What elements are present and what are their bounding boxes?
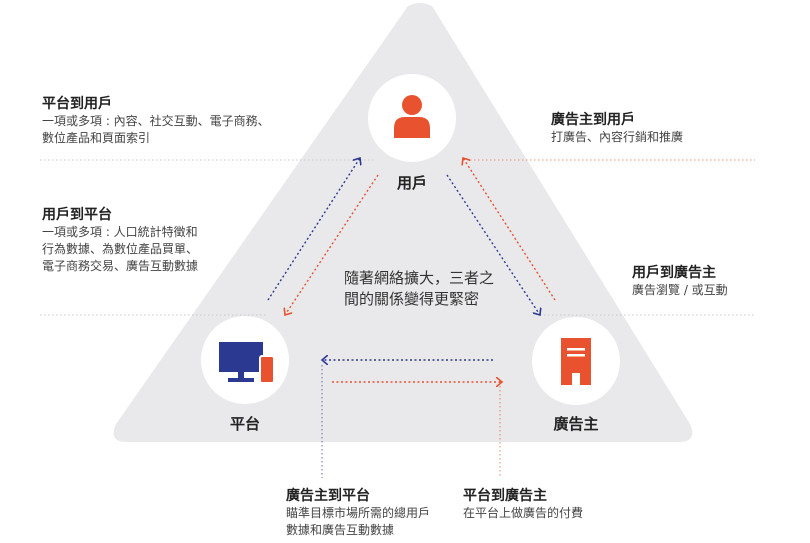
relation-title: 廣告主到平台 — [286, 488, 370, 504]
center-text: 隨著網絡擴大，三者之間的關係變得更緊密 — [344, 269, 495, 308]
arrow-user-to-advertiser — [446, 174, 540, 315]
user-icon — [394, 95, 430, 138]
relation-advertiser-to-platform: 廣告主到平台 瞄準目標市場所需的總用戶數據和廣告互動數據 — [286, 487, 436, 539]
relation-title: 用戶到廣告主 — [632, 265, 716, 281]
arrow-platform-to-user — [267, 158, 360, 301]
relation-user-to-platform: 用戶到平台 一項或多項 : 人口統計特徵和行為數據、為數位產品買單、電子商務交易… — [42, 206, 207, 275]
storefront-icon — [561, 338, 591, 385]
relation-desc: 廣告瀏覽 / 或互動 — [632, 283, 728, 297]
relation-desc: 打廣告、內容行銷和推廣 — [551, 130, 684, 144]
relation-desc: 一項或多項 : 內容、社交互動、電子商務、數位產品和頁面索引 — [42, 114, 270, 145]
arrow-user-to-platform — [285, 174, 379, 315]
arrow-advertiser-to-user — [463, 158, 556, 301]
relation-platform-to-user: 平台到用戶 一項或多項 : 內容、社交互動、電子商務、數位產品和頁面索引 — [42, 95, 277, 147]
relation-desc: 一項或多項 : 人口統計特徵和行為數據、為數位產品買單、電子商務交易、廣告互動數… — [42, 225, 199, 273]
relation-title: 平台到廣告主 — [463, 488, 547, 504]
relation-user-to-advertiser: 用戶到廣告主 廣告瀏覽 / 或互動 — [632, 264, 792, 299]
monitor-phone-icon — [219, 342, 275, 384]
relation-title: 平台到用戶 — [42, 96, 112, 112]
user-label: 用戶 — [396, 174, 427, 192]
advertiser-label: 廣告主 — [553, 415, 599, 433]
relation-desc: 瞄準目標市場所需的總用戶數據和廣告互動數據 — [286, 506, 431, 537]
relation-title: 廣告主到用戶 — [551, 112, 635, 128]
platform-label: 平台 — [229, 415, 260, 433]
relation-advertiser-to-user: 廣告主到用戶 打廣告、內容行銷和推廣 — [551, 111, 771, 146]
relation-desc: 在平台上做廣告的付費 — [463, 506, 584, 520]
relation-title: 用戶到平台 — [42, 207, 112, 223]
relation-platform-to-advertiser: 平台到廣告主 在平台上做廣告的付費 — [463, 487, 633, 522]
